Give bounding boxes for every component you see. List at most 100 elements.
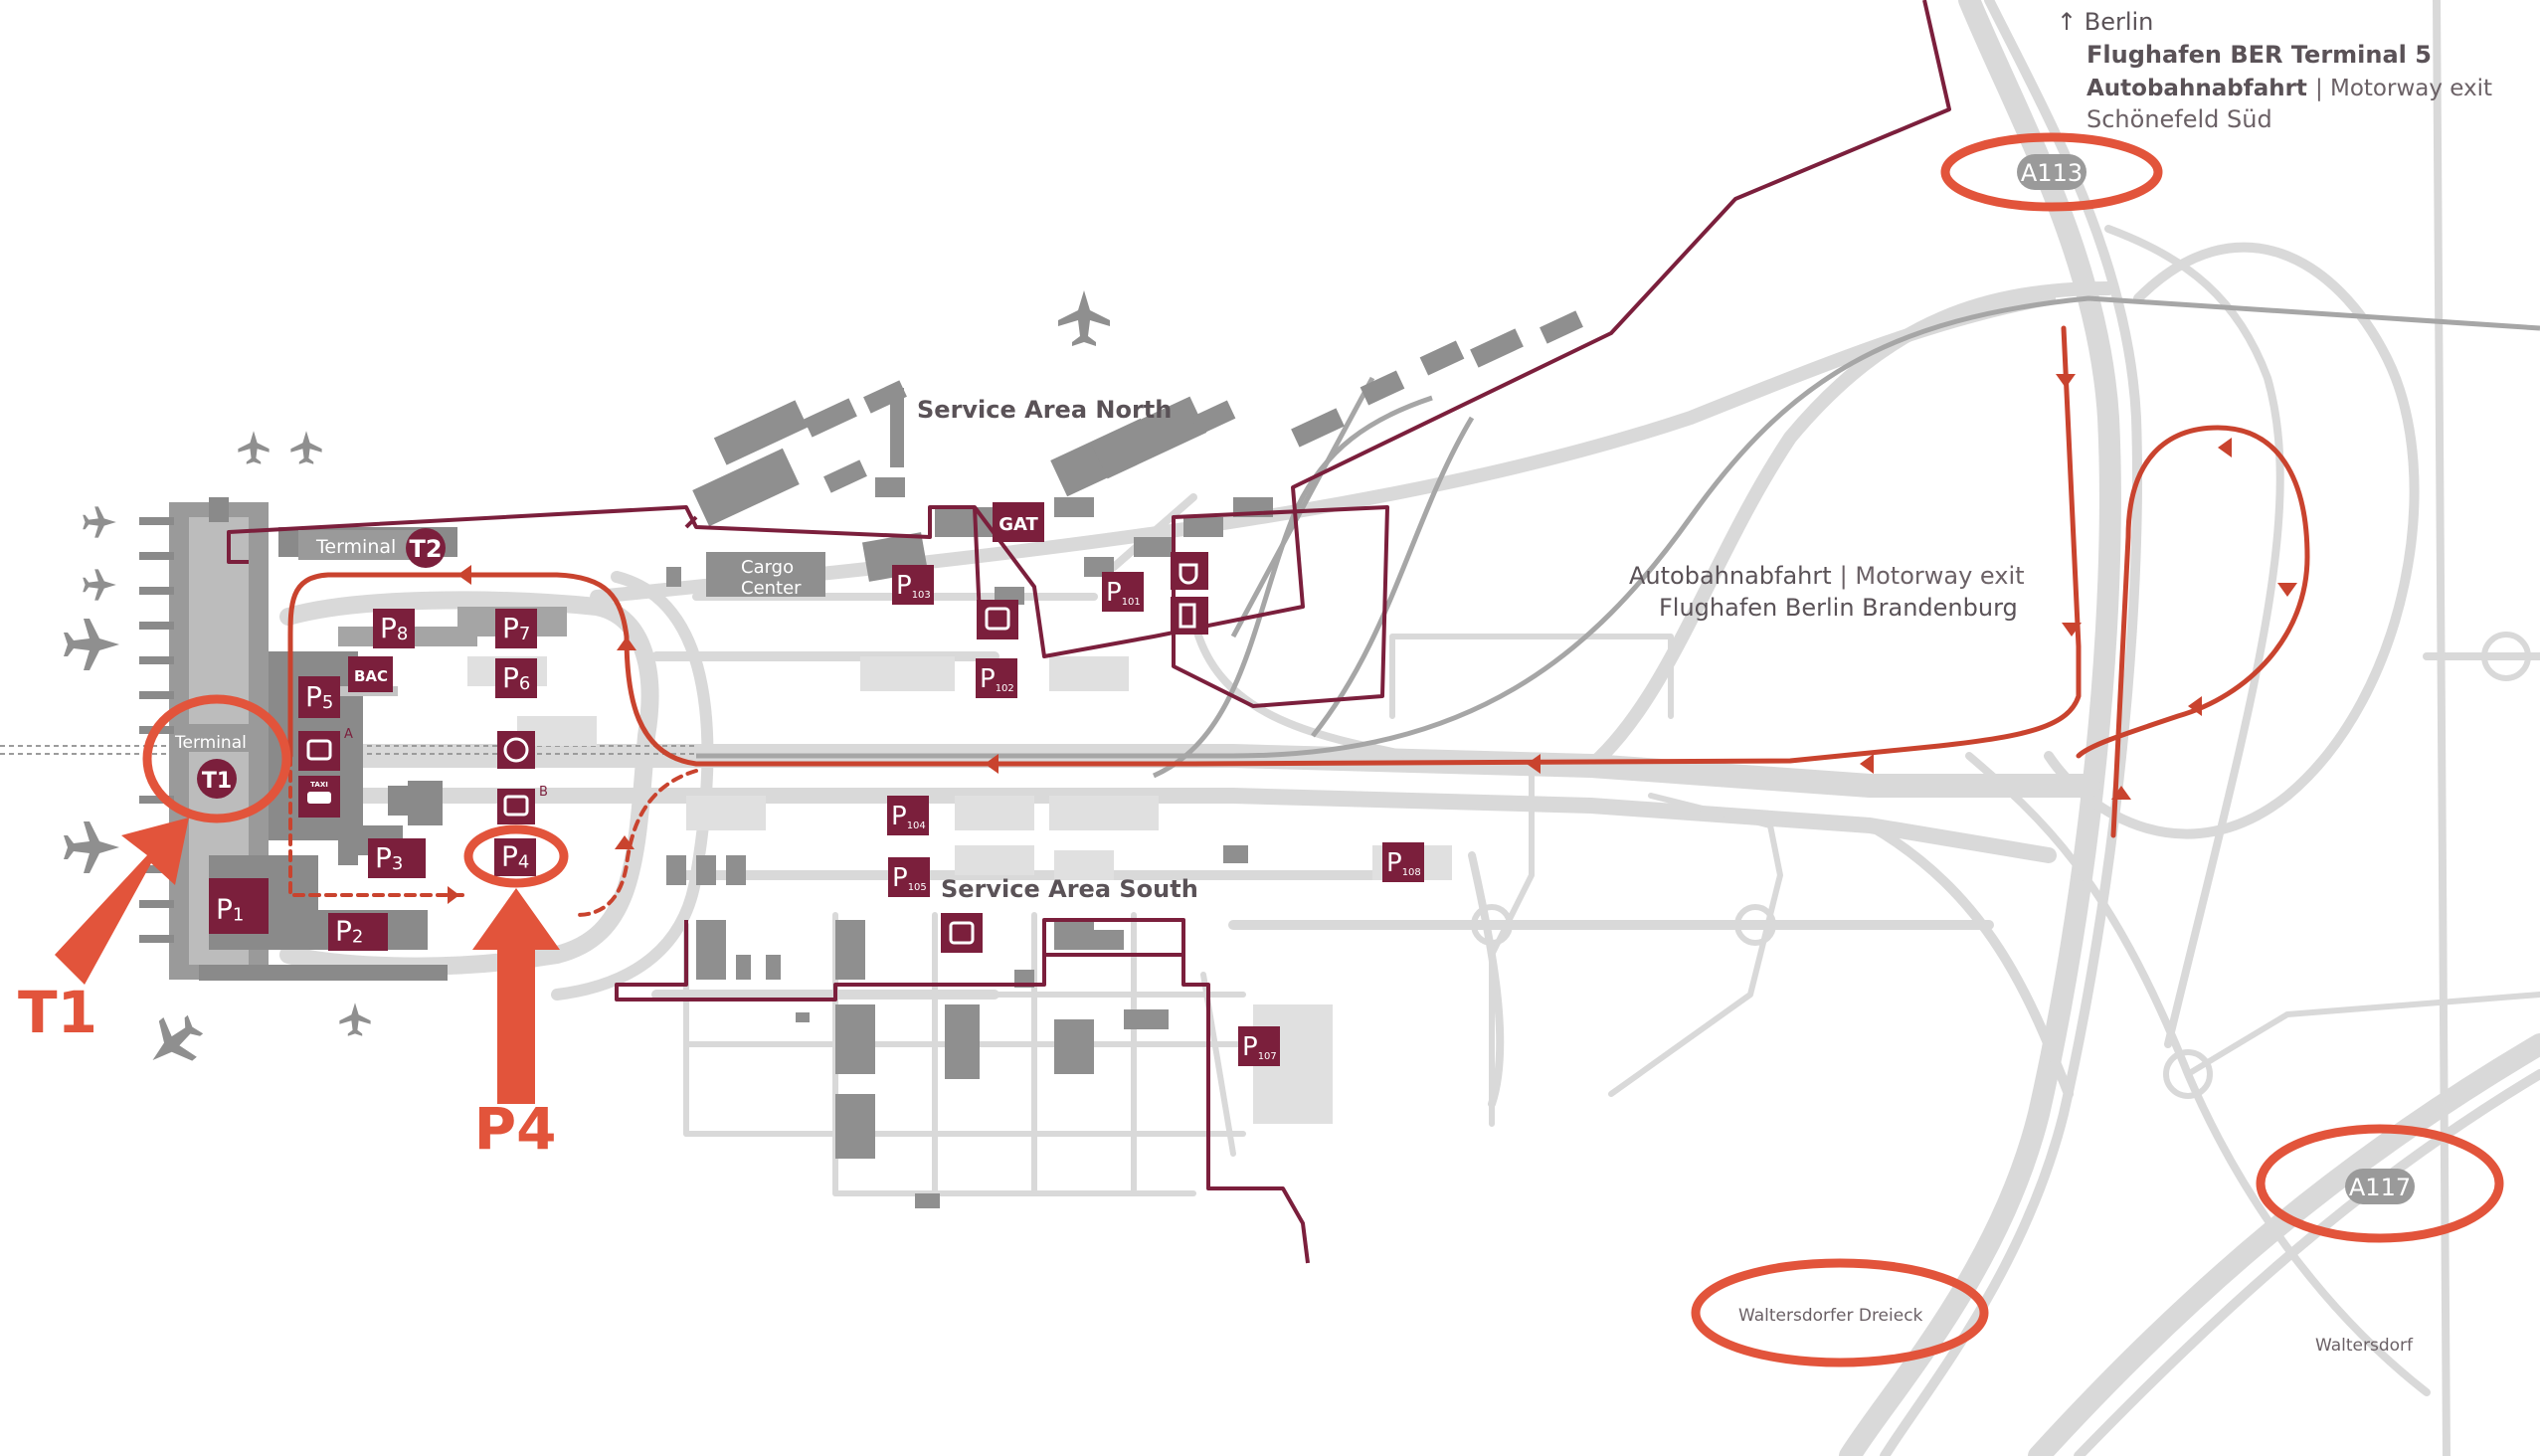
parking-badge-bg — [298, 676, 340, 718]
route-arrows — [448, 374, 2297, 904]
parking-label-p6: P6 — [502, 661, 530, 694]
parking-badge-p5[interactable]: P5 — [298, 676, 340, 718]
parking-badge-p4[interactable]: P4 — [494, 838, 536, 876]
parking-badge-bg — [976, 658, 1017, 698]
taxi-badge[interactable]: TAXI — [298, 776, 340, 818]
taxi-icon — [307, 792, 331, 804]
highlight-annotations — [142, 132, 2504, 1367]
parking-badge-p7[interactable]: P7 — [495, 609, 537, 648]
parking-badge-p103[interactable]: P103 — [892, 565, 934, 605]
airplane-icon — [64, 619, 119, 670]
bus-icon — [306, 739, 332, 761]
highlight-p4 — [463, 824, 569, 888]
parking-label-p2: P2 — [335, 914, 363, 947]
parking-badge-bg — [1102, 572, 1144, 612]
parking-label-p3: P3 — [375, 841, 403, 874]
parking-label-p105: P105 — [892, 863, 927, 893]
parking-badge-p6[interactable]: P6 — [495, 658, 537, 698]
parking-badge-p104[interactable]: P104 — [887, 796, 929, 835]
fuel-icon — [1179, 603, 1196, 629]
terminal-t2-word: Terminal — [315, 536, 396, 558]
terminal-t2-code: T2 — [409, 535, 442, 563]
bac-label: BAC — [354, 667, 388, 685]
a117-label: A117 — [2349, 1174, 2411, 1201]
parking-label-p1: P1 — [216, 892, 244, 925]
roundabout-badge[interactable] — [497, 731, 535, 769]
parking-label-p4: P4 — [501, 839, 529, 872]
arrow-to-t1 — [55, 818, 189, 985]
parking-badge-p101[interactable]: P101 — [1102, 572, 1144, 612]
highlight-waltersdorfer-dreieck — [1691, 1258, 1989, 1367]
parking-label-p107: P107 — [1242, 1032, 1277, 1062]
highlight-a117 — [2256, 1124, 2504, 1243]
terminal-t1-badge[interactable]: Terminal T1 — [174, 724, 264, 799]
parking-badge-bg — [495, 609, 537, 648]
cargo-label-2: Center — [741, 578, 802, 599]
bus-badge-b[interactable]: B — [497, 785, 548, 824]
route-arrival — [287, 325, 2310, 838]
exit-main-en: | Motorway exit — [1840, 562, 2025, 590]
motorway-a117[interactable]: A117 — [2345, 1169, 2415, 1204]
parking-badge-bg — [1382, 842, 1424, 882]
parking-label-p104: P104 — [891, 802, 926, 831]
parking-label-p5: P5 — [305, 680, 333, 713]
gat-badge[interactable]: GAT — [993, 502, 1044, 542]
parking-badge-p105[interactable]: P105 — [888, 857, 930, 897]
bus-icon — [985, 607, 1010, 631]
motorway-a113[interactable]: A113 — [2017, 154, 2086, 190]
airplane-icon — [83, 569, 116, 601]
terminal5-label: Flughafen BER Terminal 5 — [2086, 41, 2432, 69]
parking-badge-bg — [373, 609, 415, 648]
airplane-icon — [339, 1002, 371, 1036]
kiss-and-fly-icon — [503, 737, 529, 763]
parking-badge-p3[interactable]: P3 — [368, 838, 426, 878]
svg-text:Autobahnabfahrt| Motorway exit: Autobahnabfahrt| Motorway exit — [2086, 76, 2492, 101]
cargo-label-1: Cargo — [741, 557, 794, 578]
bus-badge-south[interactable] — [941, 913, 983, 953]
bus-icon — [949, 921, 975, 945]
highlight-a113 — [1940, 132, 2163, 212]
parking-badge-bg — [1238, 1026, 1280, 1066]
parking-badge-p108[interactable]: P108 — [1382, 842, 1424, 882]
airplane-icons — [64, 290, 1110, 1061]
boundary-lines — [227, 0, 1951, 1264]
parking-badge-p102[interactable]: P102 — [976, 658, 1017, 698]
parking-badge-bg — [887, 796, 929, 835]
gat-label: GAT — [998, 514, 1038, 535]
parking-label-p102: P102 — [980, 664, 1014, 694]
bus-b-label: B — [539, 785, 548, 800]
airplane-icon — [290, 431, 322, 464]
service-area-north-label: Service Area North — [917, 396, 1172, 424]
parking-badge-p2[interactable]: P2 — [328, 913, 388, 951]
airplane-icon — [238, 431, 270, 464]
cafe-badge[interactable] — [1171, 552, 1208, 590]
airplane-icon — [152, 1014, 204, 1061]
parking-badge-bg — [368, 838, 426, 878]
road-network — [267, 0, 2540, 1456]
airplane-icon — [83, 506, 116, 538]
bac-badge: BAC — [348, 656, 393, 692]
parking-label-p103: P103 — [896, 571, 931, 601]
bus-badge-a[interactable]: A — [298, 727, 353, 771]
bus-badge-north[interactable] — [977, 600, 1018, 639]
bus-a-label: A — [344, 727, 353, 742]
waltersdorf-label: Waltersdorf — [2315, 1336, 2414, 1356]
parking-badge-bg — [494, 838, 536, 876]
airplane-icon — [1058, 290, 1110, 346]
parking-badge-p107[interactable]: P107 — [1238, 1026, 1280, 1066]
terminal-t2-badge[interactable]: Terminal T2 — [298, 528, 446, 568]
parking-badge-p1[interactable]: P1 — [209, 878, 269, 934]
annotation-arrows — [55, 818, 560, 1104]
waltersdorfer-dreieck-label: Waltersdorfer Dreieck — [1738, 1306, 1923, 1326]
parking-label-p101: P101 — [1106, 578, 1141, 608]
fuel-badge[interactable] — [1171, 597, 1208, 635]
parking-badge-bg — [328, 913, 388, 951]
parking-badge-p8[interactable]: P8 — [373, 609, 415, 648]
service-area-south-label: Service Area South — [941, 875, 1198, 903]
parking-badge-bg — [892, 565, 934, 605]
parking-label-p108: P108 — [1386, 848, 1421, 878]
arrow-to-p4 — [472, 888, 560, 1104]
